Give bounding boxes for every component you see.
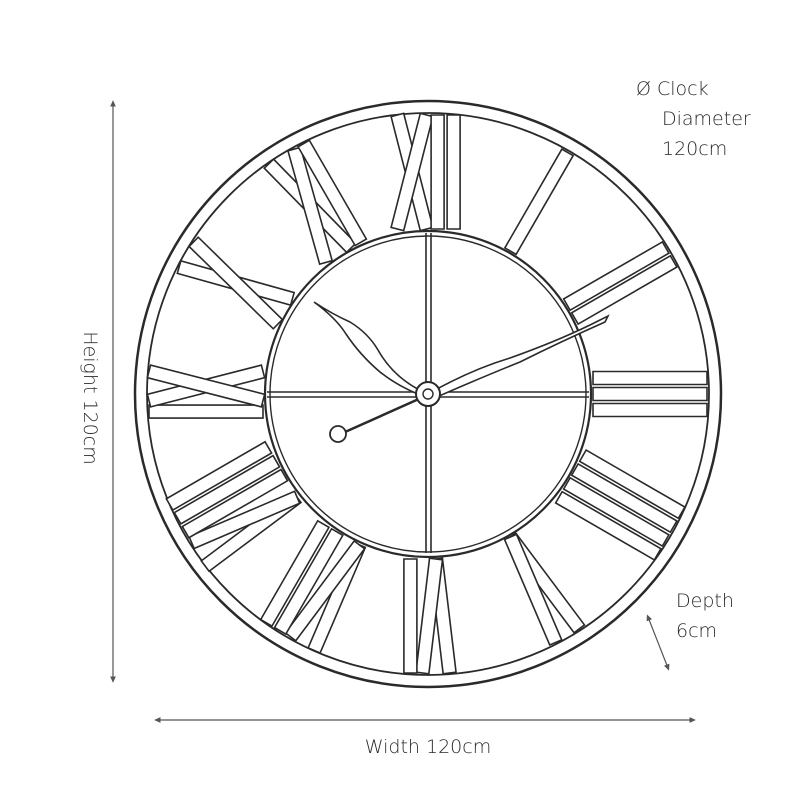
numeral-i [503, 148, 575, 256]
center-pin [422, 388, 434, 400]
diameter-label: Ø Clock Diameter 120cm [636, 74, 751, 164]
height-label: Height 120cm [79, 331, 101, 465]
outer-rim [133, 99, 723, 689]
diameter-line2: Diameter [662, 108, 751, 130]
hour-hand [313, 301, 429, 400]
second-hand-counterweight [329, 425, 347, 443]
numeral-vii [259, 519, 367, 655]
minute-hand [427, 314, 610, 402]
numeral-xii [390, 112, 461, 232]
depth-label: Depth 6cm [676, 586, 734, 646]
diameter-line1: Clock [657, 78, 709, 100]
numeral-v [503, 531, 586, 647]
chapter-ring-inner [269, 235, 587, 553]
roman-numerals [146, 112, 708, 675]
numeral-vi [403, 557, 457, 675]
depth-dimension-line [646, 614, 670, 671]
clock-hands [313, 301, 610, 443]
depth-line2: 6cm [676, 620, 718, 642]
depth-line1: Depth [676, 590, 734, 612]
numeral-iiii [554, 448, 686, 562]
width-label: Width 120cm [364, 736, 492, 758]
numeral-iii [592, 370, 708, 418]
diameter-line3: 120cm [662, 138, 728, 160]
numeral-ii [562, 240, 678, 326]
numeral-x [176, 236, 296, 330]
diameter-symbol: Ø [636, 78, 651, 100]
second-hand [344, 392, 431, 434]
numeral-xi [263, 139, 368, 266]
numeral-viii [165, 440, 303, 573]
numeral-ix [146, 364, 266, 419]
